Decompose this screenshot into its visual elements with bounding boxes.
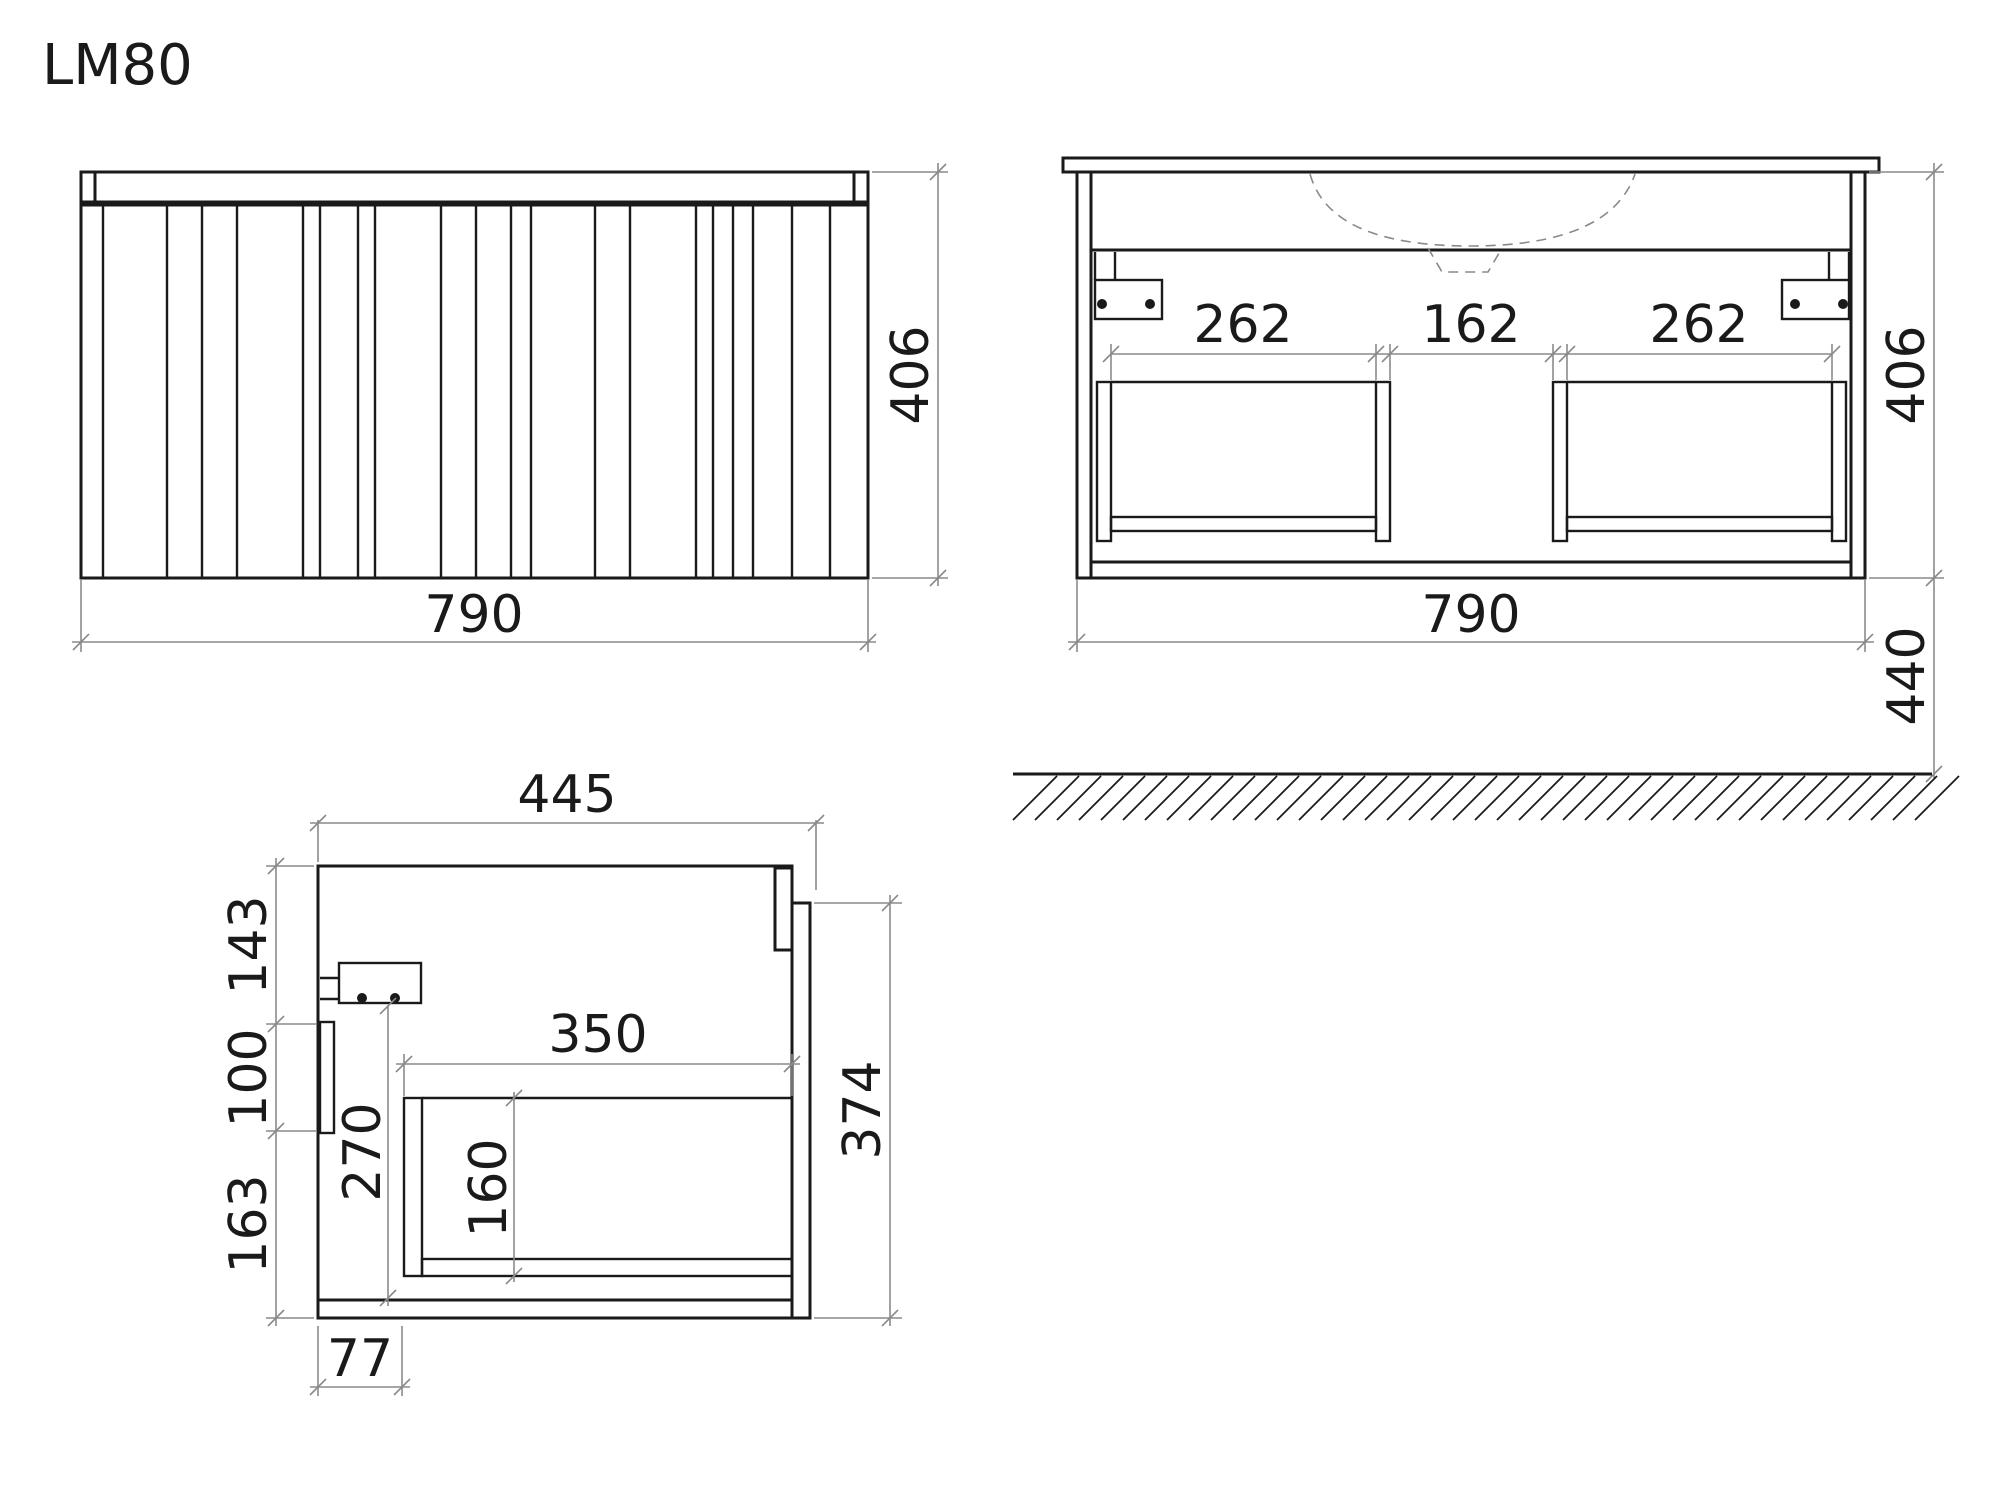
left-wall-bracket xyxy=(1093,252,1164,321)
center-gap-label: 162 xyxy=(1421,295,1520,355)
side-depth-label: 445 xyxy=(517,765,616,825)
bottom-offset-label: 163 xyxy=(219,1174,279,1273)
left-drawer xyxy=(1095,380,1392,543)
right-wall-bracket xyxy=(1780,252,1851,321)
front-view: 790 406 xyxy=(72,163,948,652)
model-title: LM80 xyxy=(42,33,193,98)
bracket-height-label: 100 xyxy=(219,1028,279,1127)
sink-outline xyxy=(1309,173,1636,247)
back-height-label: 406 xyxy=(1877,325,1937,424)
right-drawer-width-label: 262 xyxy=(1649,295,1748,355)
front-width-label: 790 xyxy=(424,585,523,645)
back-offset-label: 77 xyxy=(327,1329,393,1389)
back-width-label: 790 xyxy=(1421,585,1520,645)
left-drawer-width-label: 262 xyxy=(1193,295,1292,355)
front-height-label: 406 xyxy=(881,325,941,424)
top-offset-label: 143 xyxy=(219,895,279,994)
inner-height-label: 270 xyxy=(333,1102,393,1201)
front-panel-grooves xyxy=(101,205,832,578)
floor-hatching xyxy=(1012,775,1960,821)
drawer-depth-label: 350 xyxy=(548,1005,647,1065)
back-view: 262 162 262 790 406 440 xyxy=(1012,156,1960,821)
floor-gap-label: 440 xyxy=(1877,626,1937,725)
drawer-height-label: 160 xyxy=(459,1138,519,1237)
side-wall-bracket xyxy=(320,961,423,1005)
side-height-label: 374 xyxy=(833,1060,893,1159)
side-drawer xyxy=(402,1096,794,1278)
right-drawer xyxy=(1551,380,1848,543)
side-view: 445 374 143 100 163 270 160 xyxy=(219,765,902,1396)
